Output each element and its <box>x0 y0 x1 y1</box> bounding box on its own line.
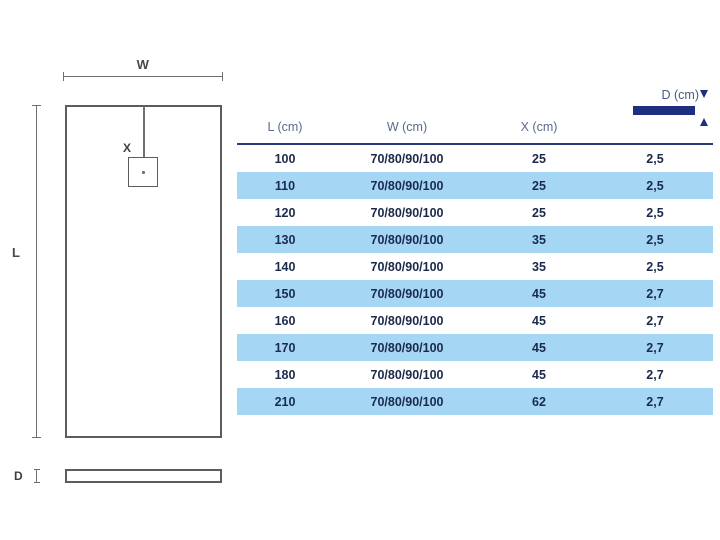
cell-depth: 2,7 <box>646 367 664 382</box>
depth-dimension-label: D <box>14 469 23 483</box>
cell-length: 170 <box>237 334 333 361</box>
cell-length: 150 <box>237 280 333 307</box>
column-header-length: L (cm) <box>237 116 333 145</box>
cell-offset: 45 <box>532 367 546 382</box>
cell-depth: 2,5 <box>597 226 713 253</box>
arrow-down-icon <box>700 90 708 98</box>
cell-length: 130 <box>237 226 333 253</box>
length-dimension-line <box>32 105 41 438</box>
cell-width: 70/80/90/100 <box>370 367 444 382</box>
cell-offset: 25 <box>481 172 597 199</box>
cell-length: 110 <box>237 172 333 199</box>
cell-width: 70/80/90/100 <box>333 334 481 361</box>
cell-offset: 45 <box>532 313 546 328</box>
cell-depth: 2,5 <box>597 172 713 199</box>
cell-length: 180 <box>274 367 296 382</box>
cell-depth: 2,7 <box>646 313 664 328</box>
table-row: 120 70/80/90/100 25 2,5 <box>237 199 713 226</box>
drain-center-dot <box>142 171 145 174</box>
column-header-offset: X (cm) <box>481 116 597 145</box>
cell-depth: 2,5 <box>646 205 664 220</box>
cell-depth: 2,7 <box>597 280 713 307</box>
cell-depth: 2,7 <box>597 334 713 361</box>
cell-width: 70/80/90/100 <box>333 172 481 199</box>
depth-legend-bar <box>633 106 695 115</box>
cell-width: 70/80/90/100 <box>370 205 444 220</box>
cell-offset: 25 <box>532 205 546 220</box>
depth-dimension-line <box>33 469 40 483</box>
cell-width: 70/80/90/100 <box>333 280 481 307</box>
table-row: 100 70/80/90/100 25 2,5 <box>237 144 713 172</box>
cell-length: 210 <box>237 388 333 415</box>
cell-offset: 35 <box>481 226 597 253</box>
cell-depth: 2,7 <box>597 388 713 415</box>
table-row: 140 70/80/90/100 35 2,5 <box>237 253 713 280</box>
cell-length: 140 <box>274 259 296 274</box>
cell-offset: 45 <box>481 334 597 361</box>
width-dimension-line <box>63 72 223 81</box>
cell-offset: 45 <box>481 280 597 307</box>
cell-width: 70/80/90/100 <box>370 151 444 166</box>
width-dimension-label: W <box>136 57 150 72</box>
cell-offset: 25 <box>532 151 546 166</box>
table-row: 160 70/80/90/100 45 2,7 <box>237 307 713 334</box>
cell-depth: 2,5 <box>646 151 664 166</box>
table-header-row: L (cm) W (cm) X (cm) <box>237 116 713 145</box>
cell-depth: 2,5 <box>646 259 664 274</box>
cell-offset: 35 <box>532 259 546 274</box>
cell-width: 70/80/90/100 <box>370 259 444 274</box>
shower-tray-drawing: W L X D <box>0 0 240 540</box>
length-dimension-label: L <box>12 245 20 260</box>
drain-offset-label: X <box>123 141 132 155</box>
tray-side-profile <box>65 469 222 483</box>
column-header-width: W (cm) <box>333 116 481 145</box>
cell-width: 70/80/90/100 <box>333 226 481 253</box>
cell-offset: 62 <box>481 388 597 415</box>
cell-length: 100 <box>274 151 296 166</box>
depth-legend-label: D (cm) <box>661 88 700 102</box>
cell-width: 70/80/90/100 <box>370 313 444 328</box>
cell-width: 70/80/90/100 <box>333 388 481 415</box>
drain-offset-line <box>143 106 145 174</box>
column-header-depth <box>597 116 713 145</box>
cell-length: 120 <box>274 205 296 220</box>
table-row: 180 70/80/90/100 45 2,7 <box>237 361 713 388</box>
cell-length: 160 <box>274 313 296 328</box>
